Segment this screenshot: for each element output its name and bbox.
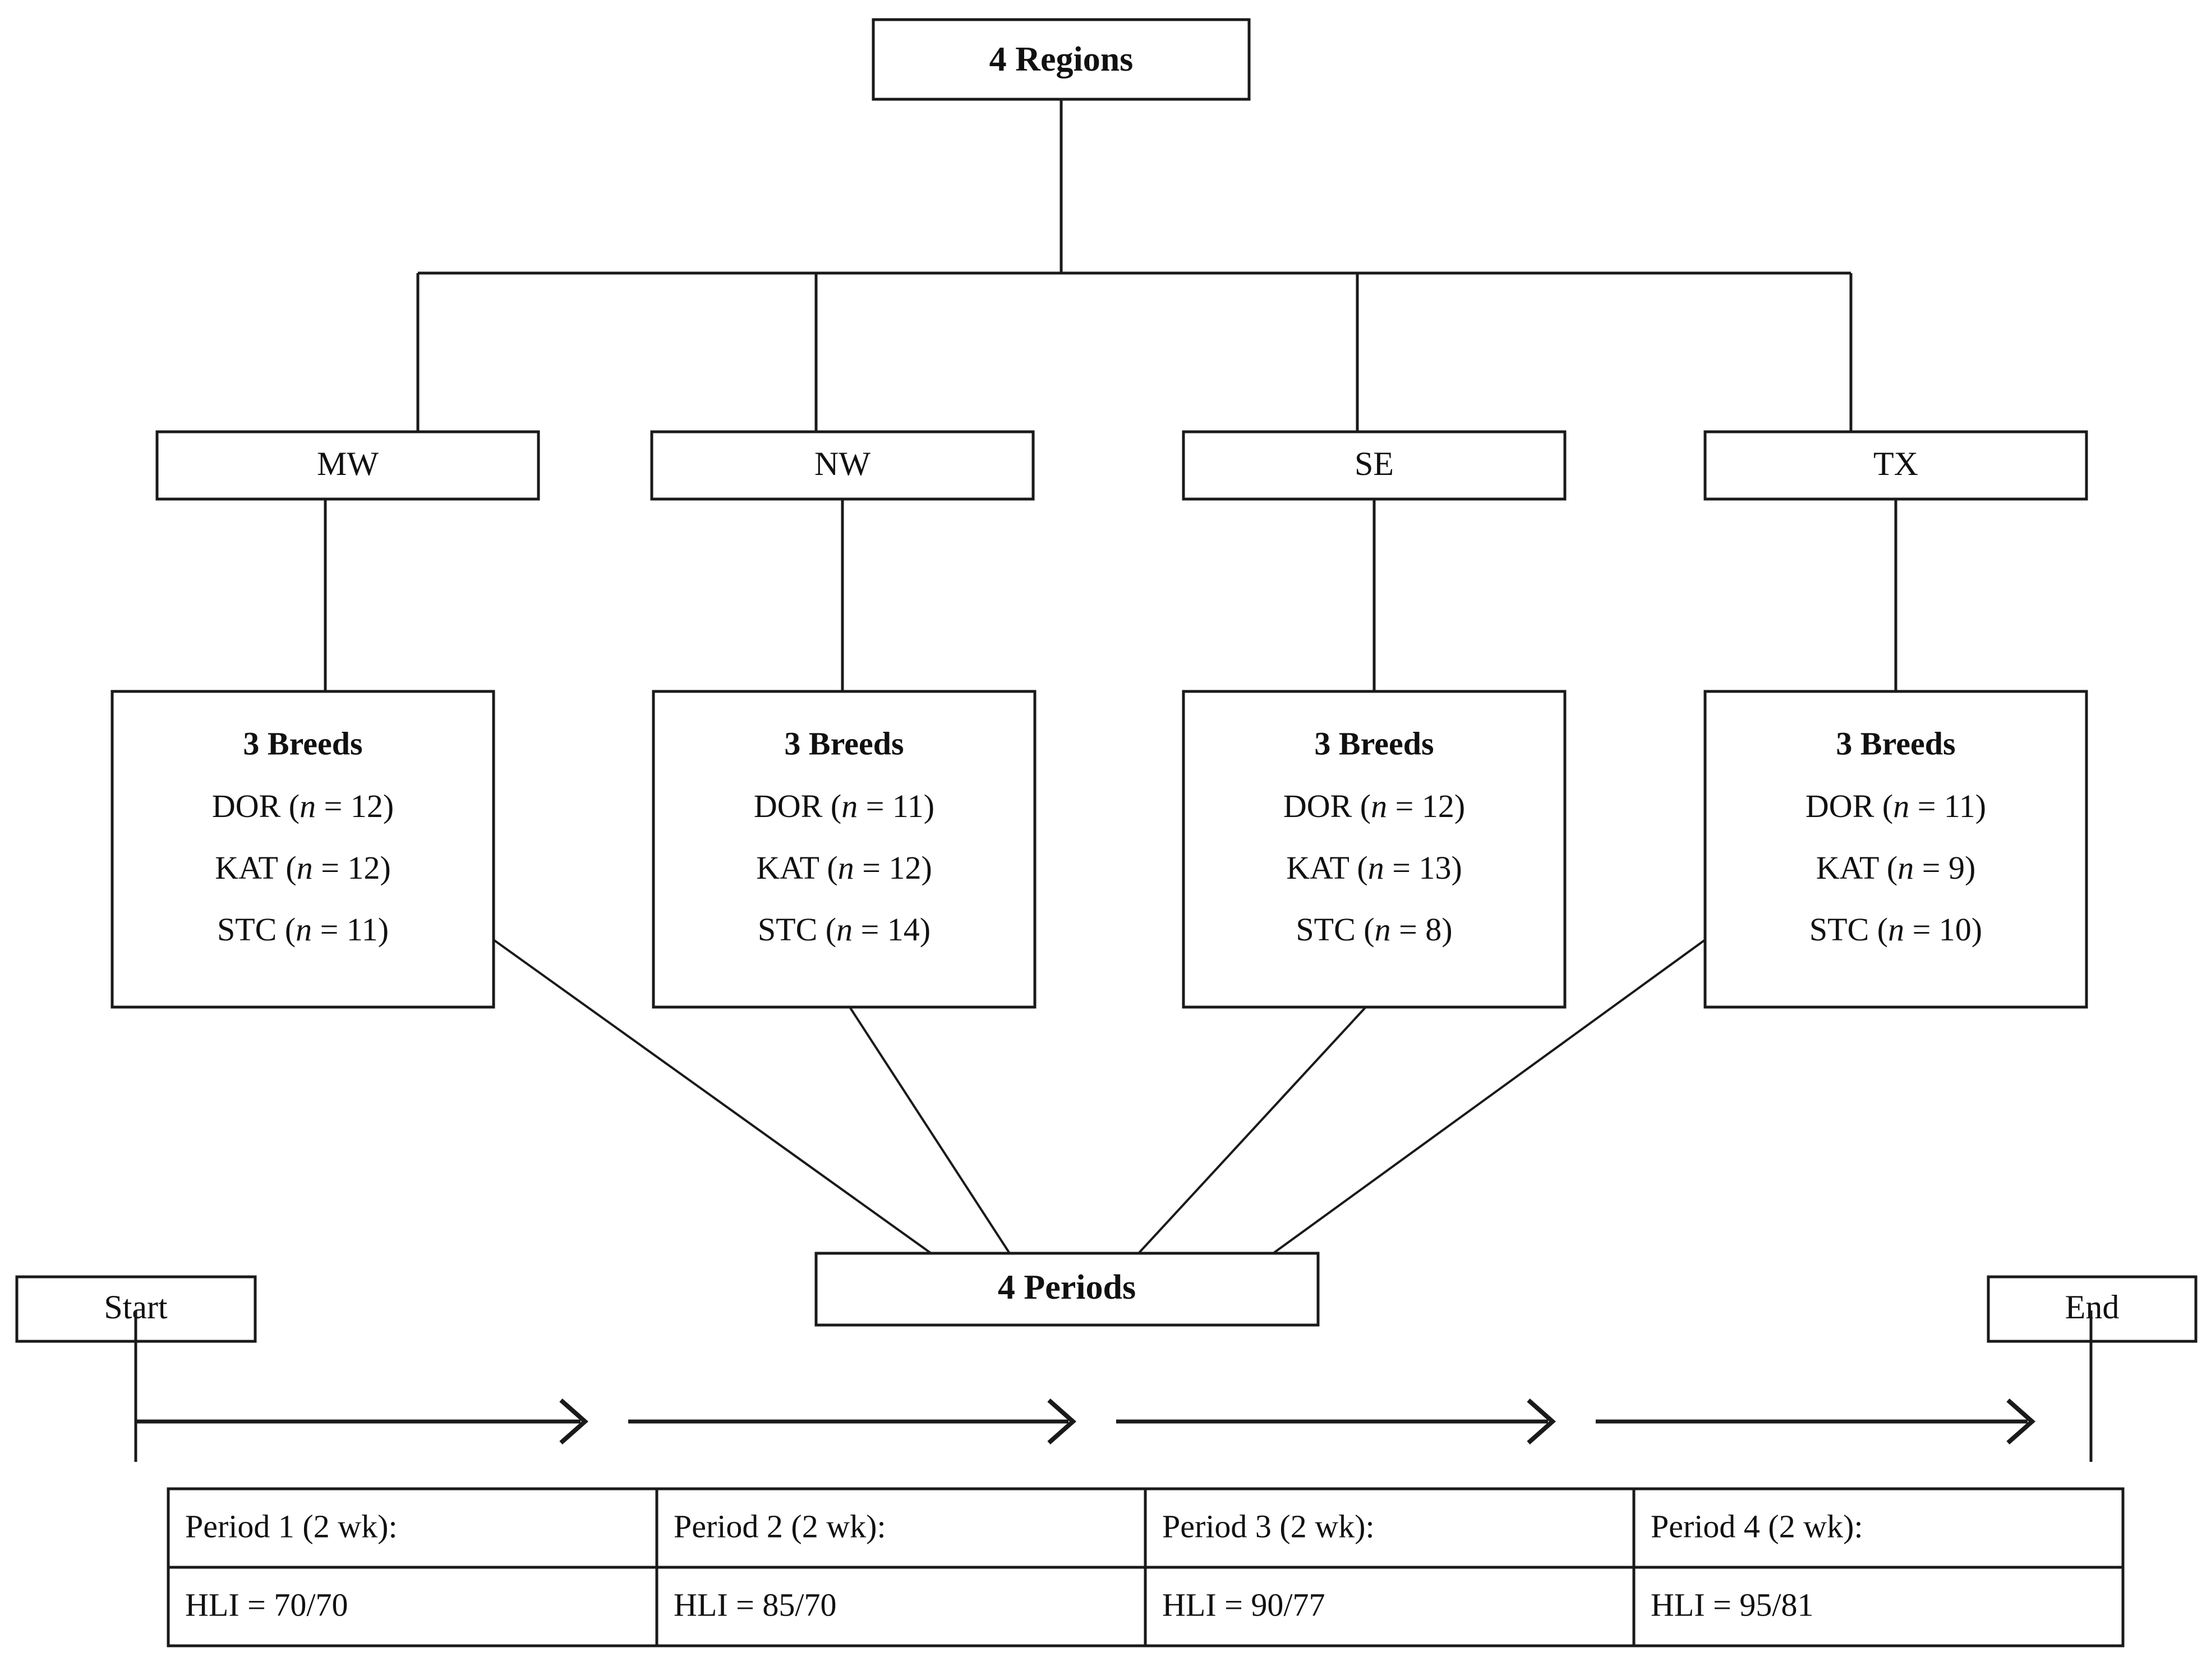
node-4-periods-box (814, 1252, 1320, 1327)
period-table-value-1: HLI = 70/70 (185, 1586, 348, 1623)
period-table-value-4: HLI = 95/81 (1651, 1586, 1813, 1623)
period-table-cell-2: Period 2 (2 wk): HLI = 85/70 (674, 1508, 886, 1623)
node-region-mw-label: MW (317, 445, 379, 482)
node-breeds-tx-box (1703, 690, 2088, 1009)
node-breeds-tx-line-kat: KAT (n = 9) (1816, 850, 1976, 886)
node-breeds-se-line-kat: KAT (n = 13) (1286, 850, 1462, 886)
connector-nw-to-periods (849, 1006, 1011, 1254)
timeline-arrow-2 (628, 1399, 1077, 1444)
node-breeds-tx[interactable]: 3 Breeds DOR (n = 11) KAT (n = 9) STC (n… (1703, 690, 2088, 1009)
connector-se-to-periods (1137, 1006, 1367, 1254)
period-table-header-1: Period 1 (2 wk): (185, 1508, 398, 1544)
period-table-value-3: HLI = 90/77 (1162, 1586, 1325, 1623)
connector-mw-to-periods (492, 939, 932, 1254)
period-table: Period 1 (2 wk): HLI = 70/70 Period 2 (2… (167, 1487, 2125, 1647)
node-4-regions-label: 4 Regions (989, 40, 1134, 79)
period-table-header-2: Period 2 (2 wk): (674, 1508, 886, 1544)
period-table-cell-3: Period 3 (2 wk): HLI = 90/77 (1162, 1508, 1375, 1623)
node-region-se-label: SE (1355, 445, 1394, 482)
node-breeds-nw-box (652, 690, 1037, 1009)
node-breeds-nw-line-kat: KAT (n = 12) (756, 850, 932, 886)
node-4-periods[interactable]: 4 Periods (814, 1252, 1320, 1327)
period-table-header-4: Period 4 (2 wk): (1651, 1508, 1863, 1544)
connector-tx-to-periods (1272, 939, 1706, 1254)
period-table-cell-4: Period 4 (2 wk): HLI = 95/81 (1651, 1508, 1863, 1623)
node-breeds-mw-line-stc: STC (n = 11) (217, 911, 389, 948)
node-breeds-mw-heading: 3 Breeds (243, 725, 362, 761)
node-region-mw[interactable]: MW (155, 430, 540, 501)
node-4-regions-box (872, 18, 1251, 101)
node-region-nw[interactable]: NW (650, 430, 1035, 501)
node-region-tx-box (1703, 430, 2088, 501)
timeline-arrow-3 (1116, 1399, 1556, 1444)
period-table-header-3: Period 3 (2 wk): (1162, 1508, 1375, 1544)
node-breeds-se-line-stc: STC (n = 8) (1296, 911, 1452, 948)
node-breeds-se-line-dor: DOR (n = 12) (1283, 788, 1465, 824)
node-breeds-mw[interactable]: 3 Breeds DOR (n = 12) KAT (n = 12) STC (… (110, 690, 495, 1009)
timeline-arrow-4 (1596, 1399, 2036, 1444)
node-4-periods-label: 4 Periods (998, 1268, 1136, 1307)
node-breeds-nw[interactable]: 3 Breeds DOR (n = 11) KAT (n = 12) STC (… (652, 690, 1037, 1009)
period-table-value-2: HLI = 85/70 (674, 1586, 836, 1623)
node-breeds-mw-line-kat: KAT (n = 12) (215, 850, 391, 886)
node-region-nw-label: NW (814, 445, 870, 482)
timeline-arrow-1 (137, 1399, 589, 1444)
node-breeds-mw-box (110, 690, 495, 1009)
node-breeds-tx-line-stc: STC (n = 10) (1809, 911, 1982, 948)
node-4-regions[interactable]: 4 Regions (872, 18, 1251, 101)
node-region-mw-box (155, 430, 540, 501)
node-breeds-nw-line-stc: STC (n = 14) (758, 911, 931, 948)
node-breeds-se-box (1182, 690, 1567, 1009)
node-breeds-tx-line-dor: DOR (n = 11) (1805, 788, 1986, 824)
node-breeds-nw-heading: 3 Breeds (784, 725, 904, 761)
period-table-cell-1: Period 1 (2 wk): HLI = 70/70 (185, 1508, 398, 1623)
node-breeds-nw-line-dor: DOR (n = 11) (754, 788, 934, 824)
node-breeds-tx-heading: 3 Breeds (1836, 725, 1955, 761)
node-breeds-se-heading: 3 Breeds (1314, 725, 1434, 761)
node-region-tx[interactable]: TX (1703, 430, 2088, 501)
node-region-nw-box (650, 430, 1035, 501)
node-region-tx-label: TX (1873, 445, 1918, 482)
node-region-se[interactable]: SE (1182, 430, 1567, 501)
node-breeds-se[interactable]: 3 Breeds DOR (n = 12) KAT (n = 13) STC (… (1182, 690, 1567, 1009)
node-breeds-mw-line-dor: DOR (n = 12) (212, 788, 394, 824)
